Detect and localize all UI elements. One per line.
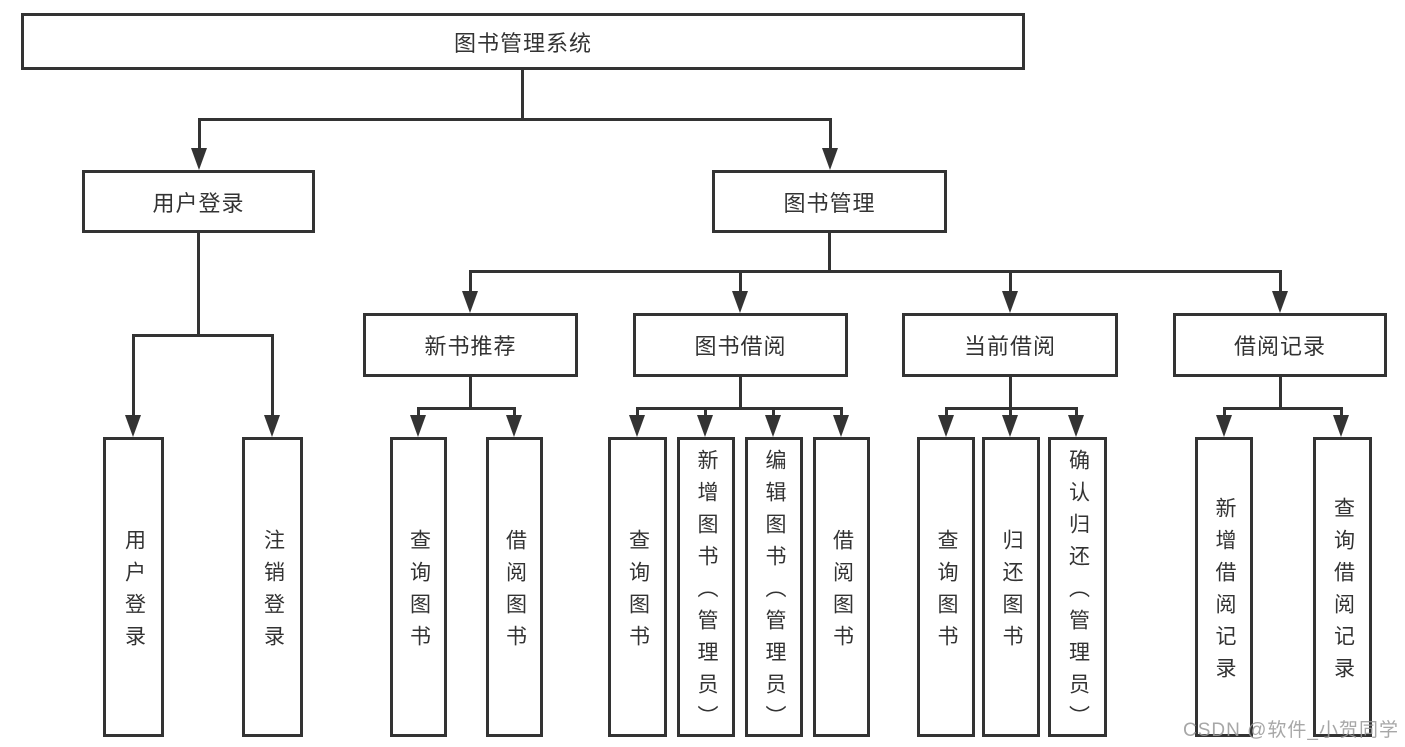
leaf-label: 借阅图书 <box>830 528 854 657</box>
arrowhead-down-icon <box>1216 415 1232 437</box>
arrowhead-down-icon <box>629 415 645 437</box>
arrowhead-down-icon <box>1068 415 1084 437</box>
leaf-label: 借阅图书 <box>503 528 527 657</box>
connector-line-vertical <box>636 407 639 417</box>
arrowhead-down-icon <box>697 415 713 437</box>
leaf-label: 查询图书 <box>935 528 958 657</box>
connector-line-vertical <box>132 334 135 417</box>
connector-line-horizontal <box>469 270 1282 273</box>
leaf-label: 查询图书 <box>407 528 431 657</box>
leaf-query-books-recommend: 查询图书 <box>390 437 447 737</box>
connector-line-vertical <box>1340 407 1343 417</box>
arrowhead-down-icon <box>191 148 207 170</box>
connector-line-horizontal <box>198 118 832 121</box>
leaf-add-borrow-record: 新增借阅记录 <box>1195 437 1253 737</box>
connector-line-horizontal <box>636 407 843 410</box>
leaf-query-borrow-record: 查询借阅记录 <box>1313 437 1372 737</box>
connector-line-vertical <box>772 407 775 417</box>
leaf-borrow-books: 借阅图书 <box>813 437 870 737</box>
arrowhead-down-icon <box>1002 415 1018 437</box>
arrowhead-down-icon <box>1333 415 1349 437</box>
leaf-logout: 注销登录 <box>242 437 303 737</box>
leaf-label: 用户登录 <box>122 528 146 657</box>
csdn-watermark: CSDN @软件_小贺同学 <box>1183 720 1399 741</box>
connector-line-vertical <box>1009 407 1012 417</box>
arrowhead-down-icon <box>732 291 748 313</box>
connector-line-vertical <box>469 377 472 410</box>
connector-line-vertical <box>840 407 843 417</box>
leaf-confirm-return-admin: 确认归还（管理员） <box>1048 437 1107 737</box>
arrowhead-down-icon <box>833 415 849 437</box>
node-borrowing-records: 借阅记录 <box>1173 313 1387 377</box>
connector-line-vertical <box>1009 270 1012 292</box>
connector-line-vertical <box>271 334 274 417</box>
leaf-edit-books-admin: 编辑图书（管理员） <box>745 437 803 737</box>
connector-line-vertical <box>1279 270 1282 292</box>
arrowhead-down-icon <box>765 415 781 437</box>
node-new-book-recommend: 新书推荐 <box>363 313 578 377</box>
connector-line-vertical <box>1223 407 1226 417</box>
node-library-management-system: 图书管理系统 <box>21 13 1025 70</box>
node-current-borrowing: 当前借阅 <box>902 313 1118 377</box>
connector-line-vertical <box>828 233 831 273</box>
connector-line-vertical <box>1009 377 1012 410</box>
connector-line-vertical <box>739 377 742 410</box>
arrowhead-down-icon <box>1002 291 1018 313</box>
arrowhead-down-icon <box>1272 291 1288 313</box>
leaf-label: 查询图书 <box>626 528 650 657</box>
connector-line-horizontal <box>133 334 274 337</box>
arrowhead-down-icon <box>506 415 522 437</box>
connector-line-vertical <box>704 407 707 417</box>
connector-line-vertical <box>513 407 516 417</box>
connector-line-vertical <box>417 407 420 417</box>
leaf-label: 归还图书 <box>1000 528 1023 657</box>
connector-line-vertical <box>1075 407 1078 417</box>
leaf-label: 注销登录 <box>261 528 285 657</box>
connector-line-vertical <box>739 270 742 292</box>
leaf-borrow-books-recommend: 借阅图书 <box>486 437 543 737</box>
connector-line-horizontal <box>417 407 516 410</box>
leaf-label: 编辑图书（管理员） <box>763 448 786 737</box>
leaf-label: 查询借阅记录 <box>1331 496 1355 689</box>
leaf-add-books-admin: 新增图书（管理员） <box>677 437 735 737</box>
connector-line-vertical <box>829 118 832 148</box>
arrowhead-down-icon <box>410 415 426 437</box>
arrowhead-down-icon <box>822 148 838 170</box>
node-book-management: 图书管理 <box>712 170 947 233</box>
connector-line-vertical <box>469 270 472 292</box>
arrowhead-down-icon <box>125 415 141 437</box>
leaf-user-login: 用户登录 <box>103 437 164 737</box>
connector-line-horizontal <box>945 407 1078 410</box>
connector-line-vertical <box>197 233 200 337</box>
connector-line-vertical <box>1279 377 1282 410</box>
node-user-login: 用户登录 <box>82 170 315 233</box>
node-book-borrowing: 图书借阅 <box>633 313 848 377</box>
leaf-return-books: 归还图书 <box>982 437 1040 737</box>
arrowhead-down-icon <box>462 291 478 313</box>
leaf-query-books-current: 查询图书 <box>917 437 975 737</box>
arrowhead-down-icon <box>264 415 280 437</box>
connector-line-vertical <box>198 118 201 148</box>
arrowhead-down-icon <box>938 415 954 437</box>
connector-line-horizontal <box>1223 407 1343 410</box>
connector-line-vertical <box>521 70 524 121</box>
leaf-label: 新增图书（管理员） <box>695 448 718 737</box>
leaf-label: 新增借阅记录 <box>1213 496 1236 689</box>
leaf-label: 确认归还（管理员） <box>1066 448 1090 737</box>
leaf-query-books-borrowing: 查询图书 <box>608 437 667 737</box>
connector-line-vertical <box>945 407 948 417</box>
